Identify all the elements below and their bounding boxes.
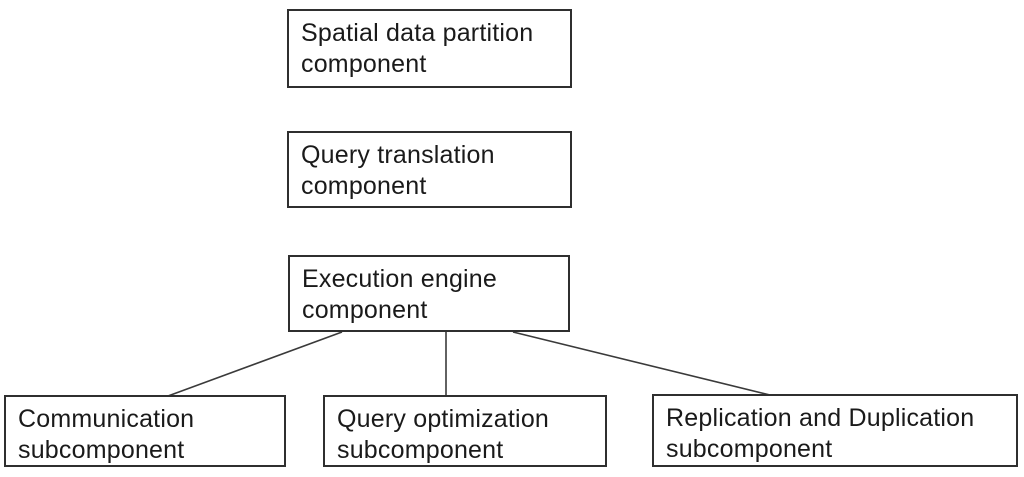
node-spatial-data-partition-component: Spatial data partition component	[287, 9, 572, 88]
node-label: Execution engine component	[302, 265, 498, 324]
node-label: Query translation component	[301, 141, 495, 200]
node-label: Replication and Duplication subcomponent	[666, 404, 975, 463]
edge-execution-to-replication	[512, 331, 771, 396]
node-query-translation-component: Query translation component	[287, 131, 572, 208]
node-label: Spatial data partition component	[301, 19, 534, 78]
node-label: Query optimization subcomponent	[337, 405, 550, 464]
node-label: Communication subcomponent	[18, 405, 195, 464]
node-execution-engine-component: Execution engine component	[288, 255, 570, 332]
node-query-optimization-subcomponent: Query optimization subcomponent	[323, 395, 607, 467]
node-replication-and-duplication-subcomponent: Replication and Duplication subcomponent	[652, 394, 1018, 467]
node-communication-subcomponent: Communication subcomponent	[4, 395, 286, 467]
edge-execution-to-communication	[167, 331, 343, 397]
